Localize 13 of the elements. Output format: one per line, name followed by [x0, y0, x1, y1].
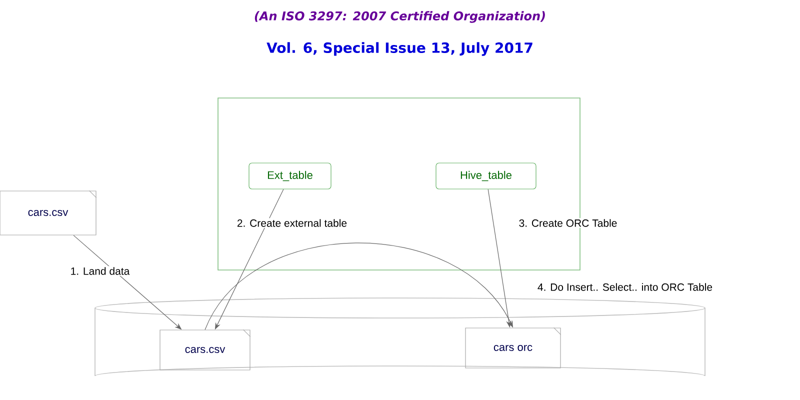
- header-text: Vol. 6, Special Issue 13, July 2017: [266, 42, 532, 56]
- table-box: Hive_table: [436, 162, 536, 190]
- header-text: (An ISO 3297: 2007 Certified Organization): [254, 11, 545, 23]
- file-box: cars.csv: [160, 329, 251, 370]
- table-box: Ext_table: [248, 162, 332, 190]
- file-box: cars orc: [465, 327, 562, 368]
- edge-label: 3. Create ORC Table: [518, 218, 618, 228]
- edge-label: 1. Land data: [69, 266, 131, 276]
- arrow: [204, 242, 513, 330]
- storage-cylinder: [94, 298, 706, 376]
- edge-label: 4. Do Insert.. Select.. into ORC Table: [536, 282, 714, 292]
- edge-label: 2. Create external table: [236, 218, 348, 228]
- file-box: cars.csv: [0, 190, 97, 236]
